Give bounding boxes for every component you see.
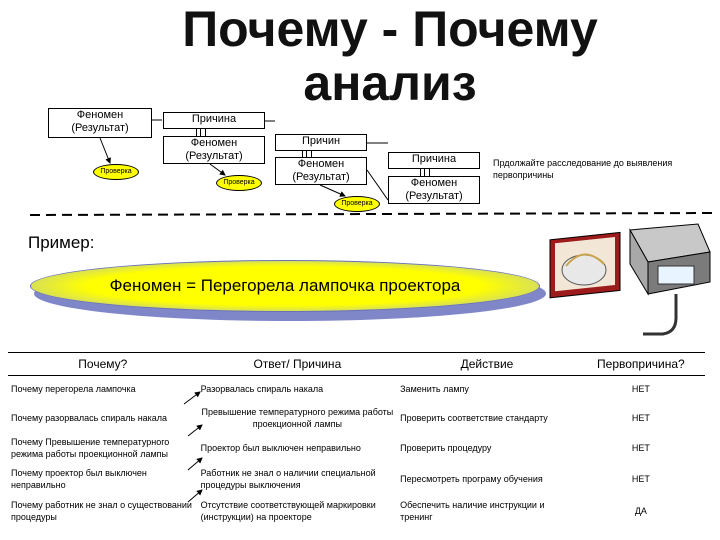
cell-root-cause: НЕТ (631, 442, 650, 453)
cell-why: Почему проектор был выключен неправильно (11, 467, 147, 490)
example-label: Пример: (28, 233, 95, 252)
connector-2 (302, 151, 312, 158)
cause-box-2: Причин (275, 134, 367, 151)
cell-answer: Превышение температурного режима работы … (201, 406, 394, 429)
cell-action: Обеспечить наличие инструкции и тренинг (400, 499, 545, 522)
example-phenomenon-text: Феномен = Перегорела лампочка проектора (109, 276, 461, 295)
table-row: Почему разорвалась спираль накала Превыш… (8, 403, 705, 433)
header-root-cause: Первопричина? (576, 352, 705, 376)
connector-1 (196, 129, 206, 136)
diagram-note: Прдолжайте расследование до выявления пе… (493, 158, 673, 180)
header-action: Действие (397, 352, 577, 376)
table-row: Почему проектор был выключен неправильно… (8, 463, 705, 495)
cell-why: Почему Превышение температурного режима … (11, 436, 170, 459)
cell-root-cause: НЕТ (631, 384, 650, 395)
connector-3 (420, 169, 430, 176)
cell-answer: Отсутствие соответствующей маркировки (и… (200, 499, 376, 522)
phenomenon-box-3: Феномен (Результат) (275, 157, 367, 185)
cell-root-cause: ДА (634, 505, 647, 516)
table-header-row: Почему? Ответ/ Причина Действие Первопри… (8, 352, 705, 376)
cell-why: Почему разорвалась спираль накала (11, 412, 168, 423)
check-oval-3: Проверка (334, 196, 380, 212)
projector-illustration (549, 223, 711, 336)
cell-root-cause: НЕТ (631, 473, 650, 484)
header-answer: Ответ/ Причина (197, 352, 398, 376)
cell-action: Проверить соответствие стандарту (400, 412, 548, 423)
phenomenon-box-1: Феномен (Результат) (48, 108, 152, 138)
phenomenon-box-4: Феномен (Результат) (388, 176, 480, 204)
table-row: Почему работник не знал о существовании … (8, 495, 705, 527)
check-oval-2: Проверка (216, 175, 262, 191)
cell-why: Почему работник не знал о существовании … (11, 499, 192, 522)
cell-answer: Проектор был выключен неправильно (200, 442, 361, 453)
cell-root-cause: НЕТ (631, 412, 650, 423)
why-table: Почему? Ответ/ Причина Действие Первопри… (8, 352, 705, 527)
cell-answer: Разорвалась спираль накала (200, 384, 324, 395)
cause-box-3: Причина (388, 152, 480, 169)
table-row: Почему Превышение температурного режима … (8, 433, 705, 463)
cell-answer: Работник не знал о наличии специальной п… (200, 467, 376, 490)
phenomenon-box-2: Феномен (Результат) (163, 136, 265, 164)
cause-box-1: Причина (163, 112, 265, 129)
cell-action: Заменить лампу (400, 384, 469, 395)
table-row: Почему перегорела лампочка Разорвалась с… (8, 376, 705, 403)
cell-action: Проверить процедуру (400, 442, 492, 453)
page-title: Почему - Почему анализ (182, 1, 598, 111)
header-why: Почему? (8, 352, 198, 376)
check-oval-1: Проверка (93, 164, 139, 180)
cell-why: Почему перегорела лампочка (11, 384, 136, 395)
phenomenon-ellipse: Феномен = Перегорела лампочка проектора (30, 260, 540, 312)
cell-action: Пересмотреть програму обучения (400, 473, 543, 484)
